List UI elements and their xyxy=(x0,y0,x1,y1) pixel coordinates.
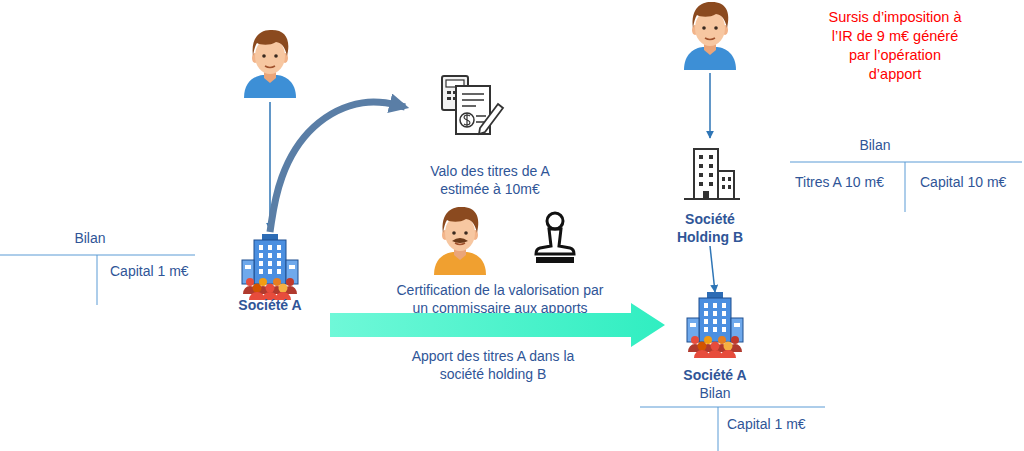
pen-icon xyxy=(479,104,503,134)
company-node: Valo des titres de A estimée à 10m€ xyxy=(405,72,575,198)
balance-sheet-line xyxy=(97,255,98,305)
text-label: Titres A 10 m€ xyxy=(795,173,905,191)
stamp-body xyxy=(536,229,574,254)
text-label: Capital 10 m€ xyxy=(920,173,1024,191)
auditor-icon xyxy=(434,207,486,275)
text-label: Sursis d’imposition à l’IR de 9 m€ génér… xyxy=(827,8,963,83)
company-node: Société A xyxy=(665,292,765,384)
balance-sheet-line xyxy=(790,162,1022,163)
balance-sheet-line xyxy=(905,162,906,212)
ownership-arrow xyxy=(709,73,711,138)
stamp-base xyxy=(536,257,574,263)
flow-arrow xyxy=(270,102,405,232)
shareholder-icon xyxy=(244,30,296,98)
flow-arrow xyxy=(710,246,715,292)
text-label: Bilan xyxy=(685,384,745,402)
company-building-icon xyxy=(242,234,298,300)
text-label: Bilan xyxy=(60,229,120,247)
building-ground xyxy=(684,198,740,200)
company-node: Société Holding B xyxy=(660,140,760,246)
building-wing xyxy=(718,171,734,199)
text-label: Capital 1 m€ xyxy=(110,262,200,280)
balance-sheet-line xyxy=(718,407,719,451)
flow-arrow xyxy=(330,303,665,347)
holding-building-icon xyxy=(684,149,740,199)
text-label: Capital 1 m€ xyxy=(727,415,822,433)
edge-label: Apport des titres A dans la société hold… xyxy=(400,347,586,383)
company-building-icon xyxy=(687,292,743,358)
dollar-coin xyxy=(460,113,474,127)
shareholder-icon xyxy=(684,2,736,70)
text-label: Bilan xyxy=(845,136,905,154)
node-label: Société Holding B xyxy=(670,211,750,246)
node-label: Société A xyxy=(238,297,301,315)
balance-sheet-line xyxy=(640,407,825,408)
text-label: Certification de la valorisation par un … xyxy=(389,281,611,317)
stamp-handle xyxy=(547,213,563,229)
node-label: Société A xyxy=(683,367,746,385)
building-windows xyxy=(699,155,731,199)
ownership-arrow xyxy=(269,102,271,230)
node-label: Valo des titres de A estimée à 10m€ xyxy=(410,163,570,198)
dollar-symbol xyxy=(464,113,470,127)
auditor-mustache xyxy=(452,238,468,243)
company-node: Société A xyxy=(212,232,328,314)
